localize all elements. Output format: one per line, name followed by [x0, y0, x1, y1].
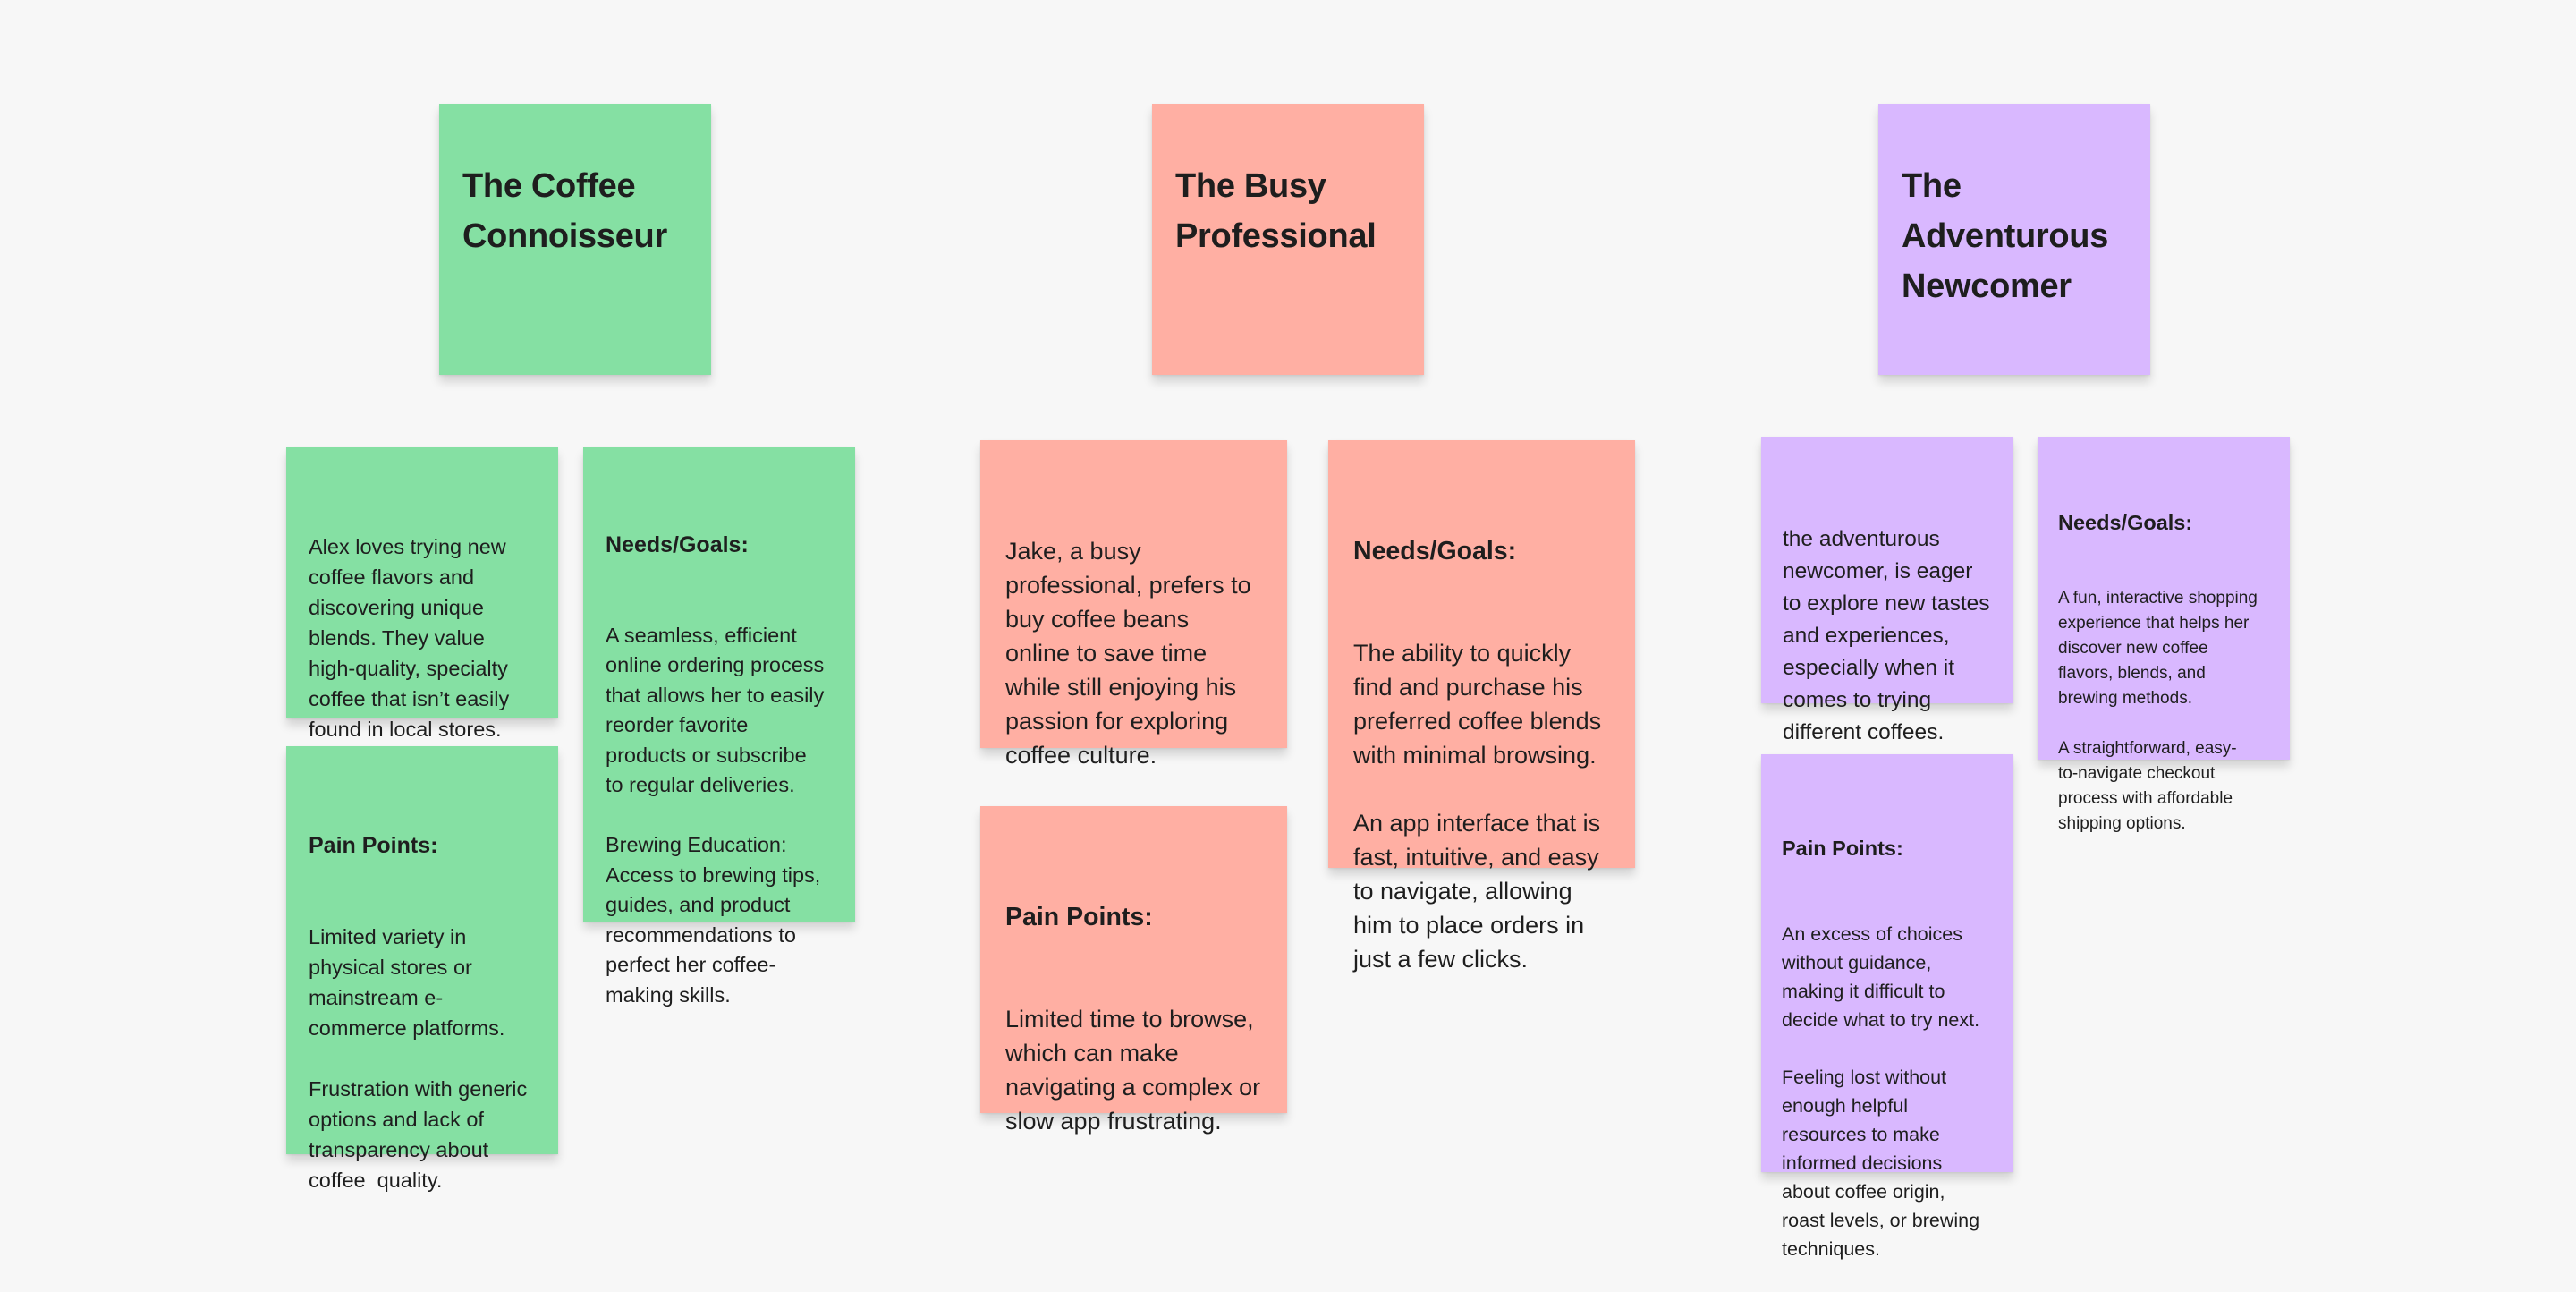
pain-points-text: An excess of choices without guidance, m…	[1782, 923, 1980, 1260]
needs-goals-note-adventurous-newcomer[interactable]: Needs/Goals: A fun, interactive shopping…	[2038, 437, 2290, 833]
needs-goals-text: The ability to quickly find and purchase…	[1353, 640, 1602, 973]
needs-goals-text: A fun, interactive shopping experience t…	[2058, 589, 2258, 833]
needs-goals-heading: Needs/Goals:	[1353, 537, 1517, 565]
description-note-adventurous-newcomer[interactable]: the adventurous newcomer, is eager to ex…	[1761, 437, 2013, 744]
persona-title-note-adventurous-newcomer[interactable]: The Adventurous Newcomer	[1878, 104, 2150, 375]
needs-goals-note-busy-professional[interactable]: Needs/Goals: The ability to quickly find…	[1328, 440, 1635, 973]
description-note-coffee-connoisseur[interactable]: Alex loves trying new coffee flavors and…	[286, 447, 558, 741]
pain-points-text: Limited time to browse, which can make n…	[1005, 1006, 1261, 1135]
needs-goals-note-coffee-connoisseur[interactable]: Needs/Goals: A seamless, efficient onlin…	[583, 447, 855, 1007]
pain-points-heading: Pain Points:	[309, 833, 438, 858]
persona-title: The Busy Professional	[1175, 167, 1377, 255]
pain-points-note-adventurous-newcomer[interactable]: Pain Points: An excess of choices withou…	[1761, 754, 2013, 1260]
description-note-busy-professional[interactable]: Jake, a busy professional, prefers to bu…	[980, 440, 1287, 769]
needs-goals-text: A seamless, efficient online ordering pr…	[606, 623, 825, 1007]
persona-description: the adventurous newcomer, is eager to ex…	[1783, 527, 1990, 744]
pain-points-note-coffee-connoisseur[interactable]: Pain Points: Limited variety in physical…	[286, 746, 558, 1192]
persona-description: Alex loves trying new coffee flavors and…	[309, 535, 510, 741]
pain-points-heading: Pain Points:	[1782, 837, 1903, 860]
persona-title: The Adventurous Newcomer	[1902, 167, 2109, 305]
pain-points-heading: Pain Points:	[1005, 903, 1153, 931]
persona-description: Jake, a busy professional, prefers to bu…	[1005, 538, 1251, 769]
persona-title-note-busy-professional[interactable]: The Busy Professional	[1152, 104, 1424, 375]
persona-title: The Coffee Connoisseur	[462, 167, 667, 255]
needs-goals-heading: Needs/Goals:	[606, 532, 749, 557]
pain-points-note-busy-professional[interactable]: Pain Points: Limited time to browse, whi…	[980, 806, 1287, 1135]
needs-goals-heading: Needs/Goals:	[2058, 511, 2193, 534]
persona-title-note-coffee-connoisseur[interactable]: The Coffee Connoisseur	[439, 104, 711, 375]
pain-points-text: Limited variety in physical stores or ma…	[309, 925, 528, 1192]
